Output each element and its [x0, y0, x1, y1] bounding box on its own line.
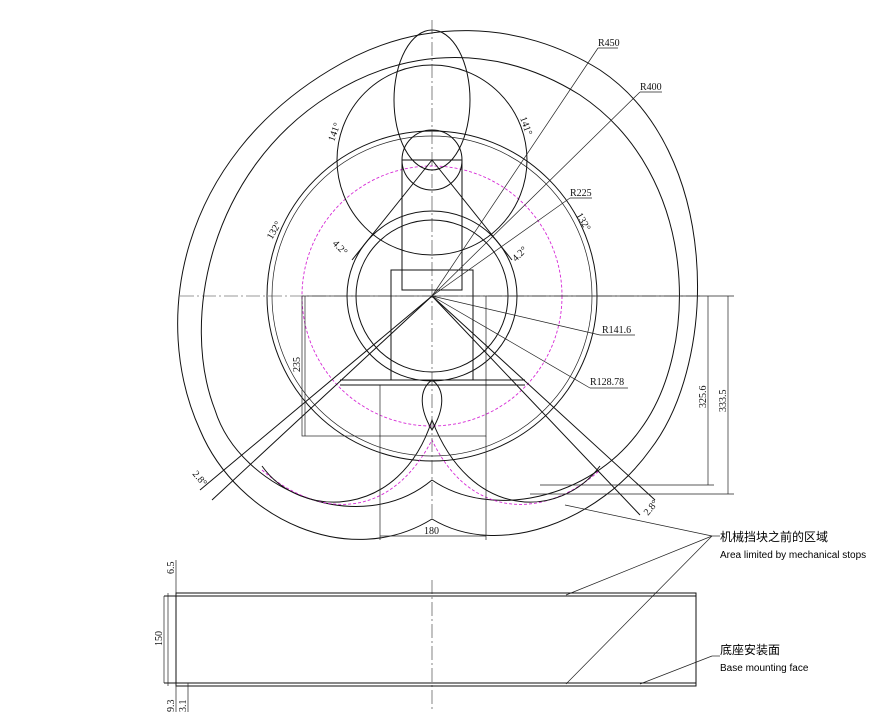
- workspace-outer-envelope: [177, 30, 698, 540]
- leader-base: [639, 655, 713, 685]
- ray-right-lower: [431, 295, 656, 501]
- ray-left-upper: [351, 159, 433, 261]
- ray-left-lower-2: [199, 295, 433, 491]
- leader-stops-1: [564, 504, 713, 537]
- leader-stops-3: [565, 535, 713, 685]
- base-foot-rect: [301, 295, 487, 437]
- label-r141: R141.6: [602, 325, 631, 336]
- side-view-body: [175, 592, 697, 687]
- label-r225: R225: [570, 188, 592, 199]
- workspace-outer-ring: [200, 57, 680, 507]
- ray-left-lower: [211, 295, 433, 501]
- note-stops-en: Area limited by mechanical stops: [720, 550, 866, 561]
- label-angle-132-left: 132°: [265, 220, 284, 242]
- ray-right-upper: [431, 159, 513, 261]
- label-angle-42-left: 4.2°: [330, 238, 349, 257]
- leader-r400: [431, 91, 641, 297]
- label-dim-31: 3.1: [178, 700, 189, 713]
- ray-right-lower-2: [431, 295, 641, 516]
- label-angle-42-right: 4.2°: [510, 245, 529, 264]
- limit-arc-magenta-lower: [261, 438, 601, 505]
- label-r450: R450: [598, 38, 620, 49]
- leader-r141: [431, 295, 601, 336]
- label-angle-28-right: 2.8°: [642, 498, 661, 518]
- label-dim-235: 235: [292, 357, 303, 372]
- label-angle-132-right: 132°: [573, 211, 592, 233]
- label-dim-333: 333.5: [718, 390, 729, 413]
- leader-r450: [431, 47, 599, 297]
- label-dim-325: 325.6: [698, 386, 709, 409]
- label-r128: R128.78: [590, 377, 624, 388]
- note-base-cn: 底座安装面: [720, 642, 780, 657]
- leader-stops-2: [565, 535, 713, 596]
- leader-r225: [431, 197, 571, 297]
- label-angle-141-right: 141°: [517, 115, 534, 137]
- label-dim-150: 150: [154, 631, 165, 646]
- label-dim-93: 9.3: [166, 700, 177, 713]
- label-r400: R400: [640, 82, 662, 93]
- leader-r128: [431, 295, 591, 389]
- label-dim-65: 6.5: [166, 562, 177, 575]
- note-stops-cn: 机械挡块之前的区域: [720, 529, 828, 544]
- label-dim-180: 180: [424, 526, 439, 537]
- note-base-en: Base mounting face: [720, 663, 809, 674]
